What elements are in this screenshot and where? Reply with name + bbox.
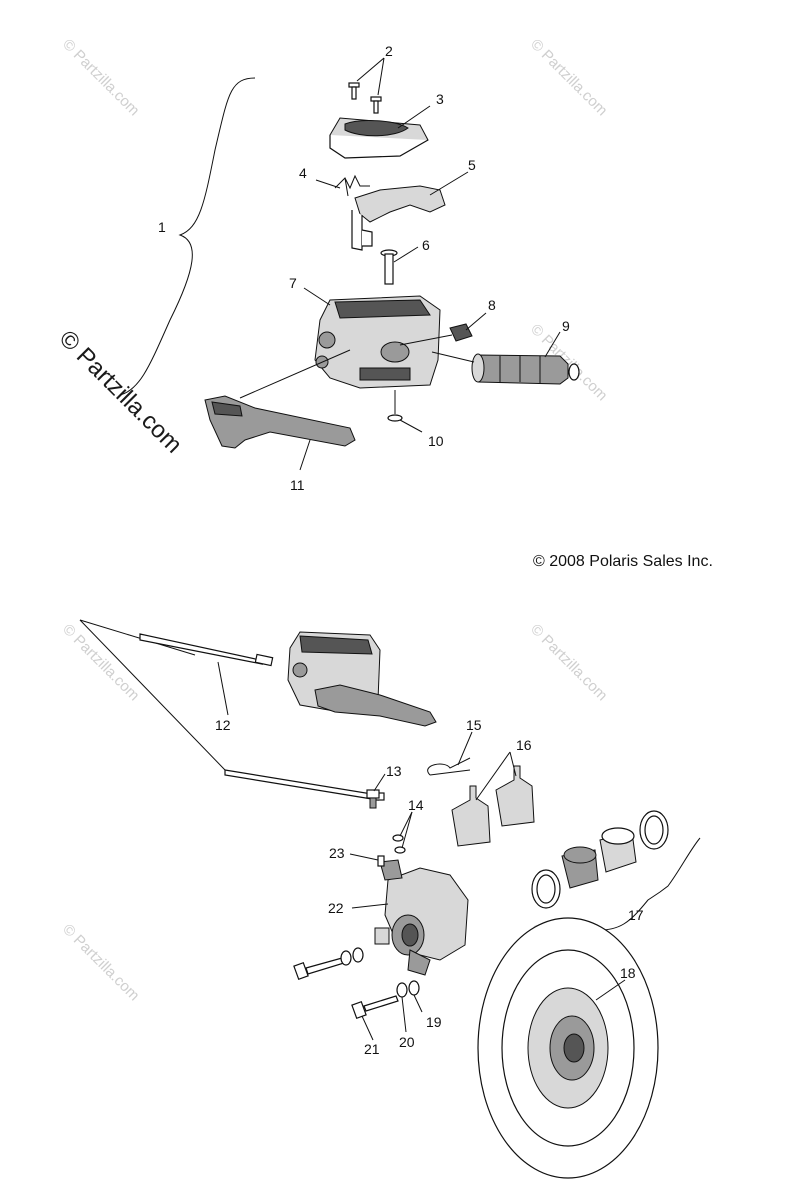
grip-9 — [471, 353, 580, 385]
reservoir-cover-3 — [329, 117, 429, 159]
leader-8b — [399, 334, 453, 346]
clip-15 — [427, 757, 471, 776]
callout-21: 21 — [364, 1041, 380, 1057]
callout-23: 23 — [329, 845, 345, 861]
washer-14a — [392, 834, 404, 842]
leader-23 — [349, 853, 379, 861]
leader-7 — [303, 287, 331, 306]
callout-19: 19 — [426, 1014, 442, 1030]
bleeder-23 — [377, 855, 385, 867]
callout-10: 10 — [428, 433, 444, 449]
piston-kit-17 — [531, 810, 669, 909]
leader-12 — [217, 661, 229, 716]
bracket-17 — [591, 837, 701, 931]
callout-2: 2 — [385, 43, 393, 59]
callout-18: 18 — [620, 965, 636, 981]
leader-6 — [393, 246, 419, 263]
watermark-6: © Partzilla.com — [59, 921, 142, 1004]
leader-9 — [544, 331, 561, 358]
callout-1: 1 — [158, 219, 166, 235]
leader-19 — [413, 994, 423, 1013]
callout-3: 3 — [436, 91, 444, 107]
leader-9b — [431, 351, 475, 363]
bolt-upper — [293, 947, 364, 981]
switch-8 — [449, 323, 473, 342]
watermark-1: © Partzilla.com — [59, 36, 142, 119]
leader-10 — [399, 419, 423, 433]
watermark-2: © Partzilla.com — [527, 36, 610, 119]
leader-8 — [465, 312, 487, 331]
callout-12: 12 — [215, 717, 231, 733]
leader-16a — [475, 751, 511, 801]
leader-16b — [509, 751, 517, 777]
leader-20 — [401, 996, 407, 1033]
master-cylinder-assembly — [287, 631, 437, 727]
screw-2b — [370, 96, 382, 114]
leader-11b — [239, 349, 351, 399]
leader-5 — [429, 171, 469, 196]
master-cylinder-body-7 — [314, 295, 441, 389]
brake-line-12 — [79, 619, 385, 801]
leader-11 — [299, 439, 311, 471]
watermark-5: © Partzilla.com — [527, 621, 610, 704]
watermark-4: © Partzilla.com — [59, 621, 142, 704]
brake-lever-11 — [204, 395, 356, 449]
leader-4 — [315, 179, 341, 189]
callout-17: 17 — [628, 907, 644, 923]
brake-pads-16 — [451, 765, 535, 847]
washer-20 — [396, 982, 408, 998]
callout-6: 6 — [422, 237, 430, 253]
leader-22 — [351, 903, 389, 909]
leader-18 — [595, 979, 626, 1001]
callout-16: 16 — [516, 737, 532, 753]
caliper-22 — [374, 859, 469, 976]
callout-22: 22 — [328, 900, 344, 916]
callout-15: 15 — [466, 717, 482, 733]
washer-19 — [408, 980, 420, 996]
callout-14: 14 — [408, 797, 424, 813]
spring-4 — [334, 174, 370, 197]
banjo-bolt-13 — [366, 789, 380, 809]
bracket-1 — [119, 77, 256, 396]
leader-21 — [361, 1015, 374, 1041]
copyright-notice: © 2008 Polaris Sales Inc. — [533, 553, 713, 570]
leader-13 — [373, 773, 386, 792]
leader-14a — [399, 811, 413, 837]
screw-2a — [348, 82, 360, 100]
callout-13: 13 — [386, 763, 402, 779]
leader-2b — [377, 57, 385, 96]
leader-14b — [401, 811, 413, 849]
pin-6 — [380, 249, 398, 285]
leader-15 — [457, 731, 473, 766]
callout-4: 4 — [299, 165, 307, 181]
watermark-main: © Partzilla.com — [54, 325, 187, 458]
callout-11: 11 — [290, 477, 305, 493]
brake-disc-18 — [477, 917, 659, 1179]
callout-5: 5 — [468, 157, 476, 173]
bolt-21 — [351, 995, 399, 1020]
washer-10 — [387, 414, 403, 422]
leader-3 — [397, 105, 431, 129]
callout-20: 20 — [399, 1034, 415, 1050]
callout-9: 9 — [562, 318, 570, 334]
lever-arm-5 — [351, 185, 446, 251]
leader-2a — [356, 57, 385, 82]
washer-14b — [394, 846, 406, 854]
callout-8: 8 — [488, 297, 496, 313]
callout-7: 7 — [289, 275, 297, 291]
